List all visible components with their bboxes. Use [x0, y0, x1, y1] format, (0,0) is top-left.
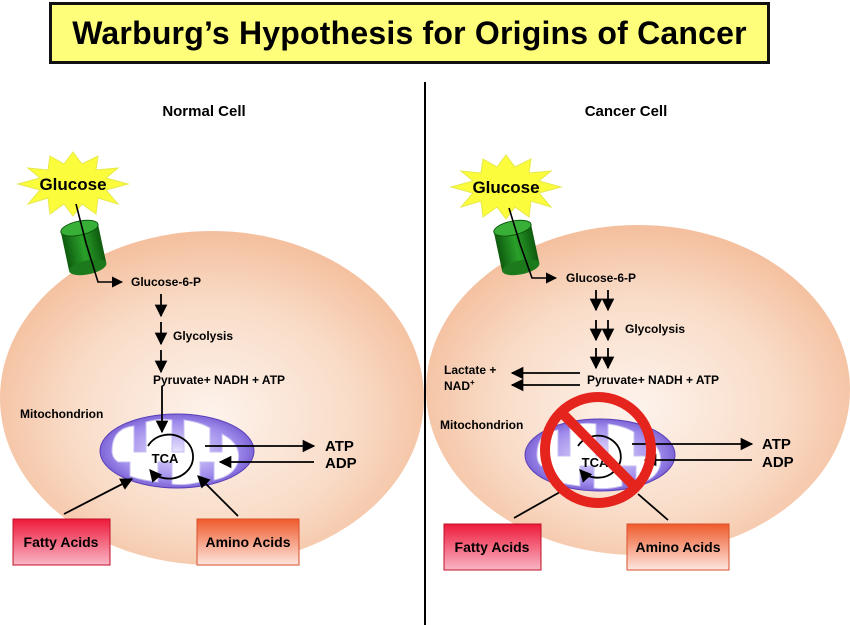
glucose-transporter-cancer	[493, 219, 540, 276]
nad-label: NAD+	[444, 378, 475, 393]
lactate-label: Lactate +	[444, 363, 496, 377]
fatty-acids-label: Fatty Acids	[24, 534, 99, 550]
arrow-fatty-acids-cancer	[513, 491, 561, 519]
glycolysis-label-cancer: Glycolysis	[625, 322, 685, 336]
normal-cell-body	[0, 231, 424, 565]
adp-label-cancer: ADP	[762, 454, 794, 471]
atp-label: ATP	[325, 438, 354, 455]
glucose-starburst-cancer	[449, 154, 563, 220]
normal-cell-panel: Normal Cell Glucose Glucose-6-P Glycolys…	[0, 103, 424, 566]
glucose-entry-arrow-cancer	[508, 207, 558, 284]
tca-cycle-arrow	[147, 433, 194, 483]
glucose-6-p-label: Glucose-6-P	[131, 275, 201, 289]
atp-label-cancer: ATP	[762, 436, 791, 453]
cancer-cell-panel: Cancer Cell Glucose Glucose-6-P Glycolys…	[426, 103, 850, 571]
tca-label: TCA	[152, 451, 179, 466]
title-box: Warburg’s Hypothesis for Origins of Canc…	[49, 2, 770, 64]
glycolysis-label: Glycolysis	[173, 329, 233, 343]
mitochondrion-label: Mitochondrion	[20, 407, 103, 421]
fatty-acids-box-cancer	[443, 523, 542, 571]
glucose-6-p-label-cancer: Glucose-6-P	[566, 271, 636, 285]
fatty-acids-label-cancer: Fatty Acids	[455, 539, 530, 555]
arrow-amino-acids-to-tca	[197, 475, 239, 517]
page-title: Warburg’s Hypothesis for Origins of Canc…	[72, 14, 747, 51]
glucose-entry-arrow	[75, 203, 124, 288]
glucose-label-cancer: Glucose	[472, 178, 539, 197]
glucose-label: Glucose	[39, 175, 106, 194]
cancer-cell-header: Cancer Cell	[585, 103, 668, 120]
cancer-cell-body	[426, 225, 850, 555]
adp-label: ADP	[325, 455, 357, 472]
prohibition-icon	[540, 392, 656, 508]
pyruvate-label: Pyruvate+ NADH + ATP	[153, 373, 285, 387]
pyruvate-label-cancer: Pyruvate+ NADH + ATP	[587, 373, 719, 387]
arrow-fatty-acids-to-tca	[63, 478, 134, 515]
amino-acids-box	[196, 518, 300, 566]
arrow-amino-acids-cancer	[637, 493, 669, 521]
fatty-acids-box	[12, 518, 111, 566]
amino-acids-label: Amino Acids	[205, 534, 290, 550]
amino-acids-box-cancer	[626, 523, 730, 571]
normal-cell-header: Normal Cell	[162, 103, 245, 120]
glucose-starburst	[16, 151, 130, 217]
glucose-transporter	[60, 219, 107, 276]
amino-acids-label-cancer: Amino Acids	[635, 539, 720, 555]
mitochondrion-label-cancer: Mitochondrion	[440, 418, 523, 432]
